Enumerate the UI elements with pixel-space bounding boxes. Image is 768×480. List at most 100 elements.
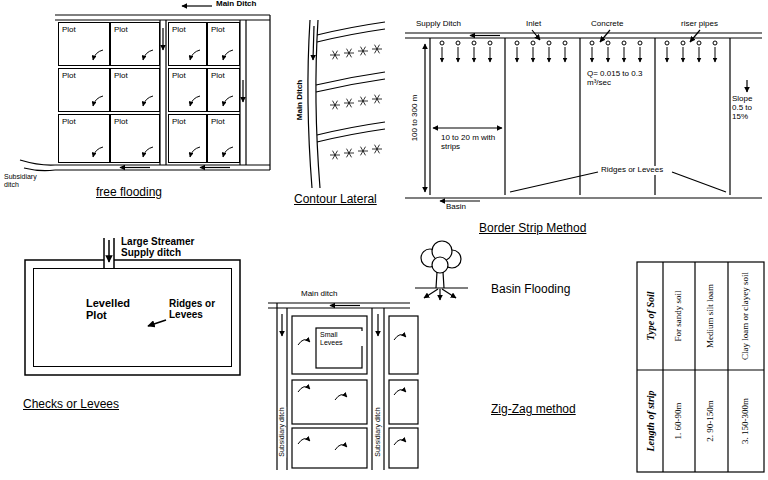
crop-marks: [363, 101, 366, 105]
crop-marks: [349, 103, 352, 107]
flow-arrows: [190, 96, 200, 106]
flow-arrows: [515, 41, 519, 45]
flow-arrows: [681, 41, 685, 45]
border-strip-figure: [405, 37, 762, 38]
contour-lateral-figure: [308, 20, 312, 188]
crop-marks: [335, 101, 338, 105]
zig-zag-figure: [383, 308, 384, 470]
flow-arrows: [638, 41, 642, 45]
flow-arrows: [547, 41, 551, 45]
crop-marks: [335, 155, 338, 159]
crop-marks: [372, 49, 377, 50]
tree-figure: [439, 289, 440, 300]
crop-marks: [363, 101, 368, 102]
border-strip-figure: [746, 80, 747, 92]
zig-zag-figure: [316, 328, 362, 368]
plot-box: Plot: [110, 22, 160, 66]
node-text: Plot: [172, 72, 206, 81]
part-label: Large Streamer Supply ditch: [120, 236, 222, 258]
node-text: Levelled Plot: [86, 297, 144, 321]
free-flooding-figure: [55, 169, 270, 170]
border-strip-figure: [440, 200, 480, 201]
zig-zag-figure: [371, 308, 372, 470]
tree-figure: [415, 287, 468, 288]
contour-lateral-figure: [308, 20, 385, 188]
figure-caption: Checks or Levees: [22, 398, 120, 411]
crop-marks: [363, 97, 366, 101]
tree-figure: [415, 241, 468, 300]
crop-marks: [349, 53, 354, 54]
crop-marks: [358, 101, 363, 102]
border-strip-figure: [672, 172, 726, 192]
checks-figure: [25, 260, 240, 375]
crop-marks: [330, 155, 335, 156]
crop-marks: [347, 149, 350, 153]
soil-table: [637, 262, 764, 472]
crop-marks: [363, 51, 366, 55]
flow-arrows: [474, 47, 475, 62]
crop-marks: [335, 105, 338, 109]
contour-lateral-figure: [317, 122, 385, 135]
crop-marks: [349, 153, 352, 157]
contour-lateral-figure: [316, 20, 320, 188]
crop-marks: [375, 45, 378, 49]
crop-marks: [344, 53, 349, 54]
zig-zag-figure: [286, 308, 287, 470]
border-strip-figure: [690, 30, 700, 42]
slope-note: Slope 0.5 to 15%: [731, 95, 765, 121]
flow-arrows: [223, 96, 233, 106]
crop-marks: [349, 149, 352, 153]
plot-box: Plot: [207, 22, 240, 66]
flow-arrows: [335, 395, 347, 400]
plot-box: Plot: [207, 68, 240, 112]
free-flooding-figure: [242, 80, 243, 102]
flow-arrows: [624, 47, 625, 62]
flow-arrows: [590, 41, 594, 45]
flow-arrows: [456, 41, 460, 45]
tree-figure: [436, 272, 444, 288]
ditch-label: Subsidiary ditch: [3, 173, 47, 188]
checks-figure: [113, 238, 115, 268]
crop-marks: [363, 47, 366, 51]
node-text: Plot: [114, 72, 159, 81]
node-text: Plot: [211, 26, 239, 35]
crop-marks: [349, 103, 354, 104]
free-flooding-figure: [55, 164, 270, 165]
crop-marks: [377, 49, 380, 53]
zig-zag-figure: [377, 314, 378, 336]
flow-arrows: [622, 41, 626, 45]
crop-marks: [363, 51, 368, 52]
crop-marks: [333, 55, 336, 59]
crop-marks: [358, 151, 363, 152]
plot-box: Plot: [58, 22, 110, 66]
plot-box: Plot: [110, 114, 160, 163]
flow-arrows: [93, 147, 103, 157]
checks-figure: [148, 320, 166, 326]
ditch-label: Main ditch: [300, 290, 338, 299]
border-strip-figure: [470, 35, 500, 36]
flow-arrows: [223, 50, 233, 60]
crop-marks: [333, 155, 336, 159]
figure-caption: Border Strip Method: [478, 222, 587, 235]
border-strip-figure: [405, 32, 762, 33]
part-label: Ridges or Levees: [600, 166, 664, 175]
flow-arrows: [440, 41, 444, 45]
crop-marks: [363, 147, 366, 151]
ditch-label: Subsidiary ditch: [374, 406, 382, 457]
border-strip-figure: [405, 30, 762, 201]
crop-marks: [349, 53, 352, 57]
figure-caption: free flooding: [95, 186, 163, 199]
crop-marks: [347, 99, 350, 103]
flow-arrows: [533, 47, 534, 62]
table-cell: 1. 60-90m: [674, 402, 684, 441]
zig-zag-figure: [268, 307, 410, 308]
node-text: Plot: [172, 118, 206, 127]
zig-zag-figure: [292, 428, 367, 468]
flow-arrows: [488, 41, 492, 45]
dimension-label: 10 to 20 m with strips: [440, 134, 500, 152]
crop-marks: [375, 149, 378, 153]
node-text: Plot: [62, 118, 109, 127]
crop-marks: [347, 103, 350, 107]
flow-arrows: [143, 50, 153, 60]
crop-marks: [349, 153, 354, 154]
